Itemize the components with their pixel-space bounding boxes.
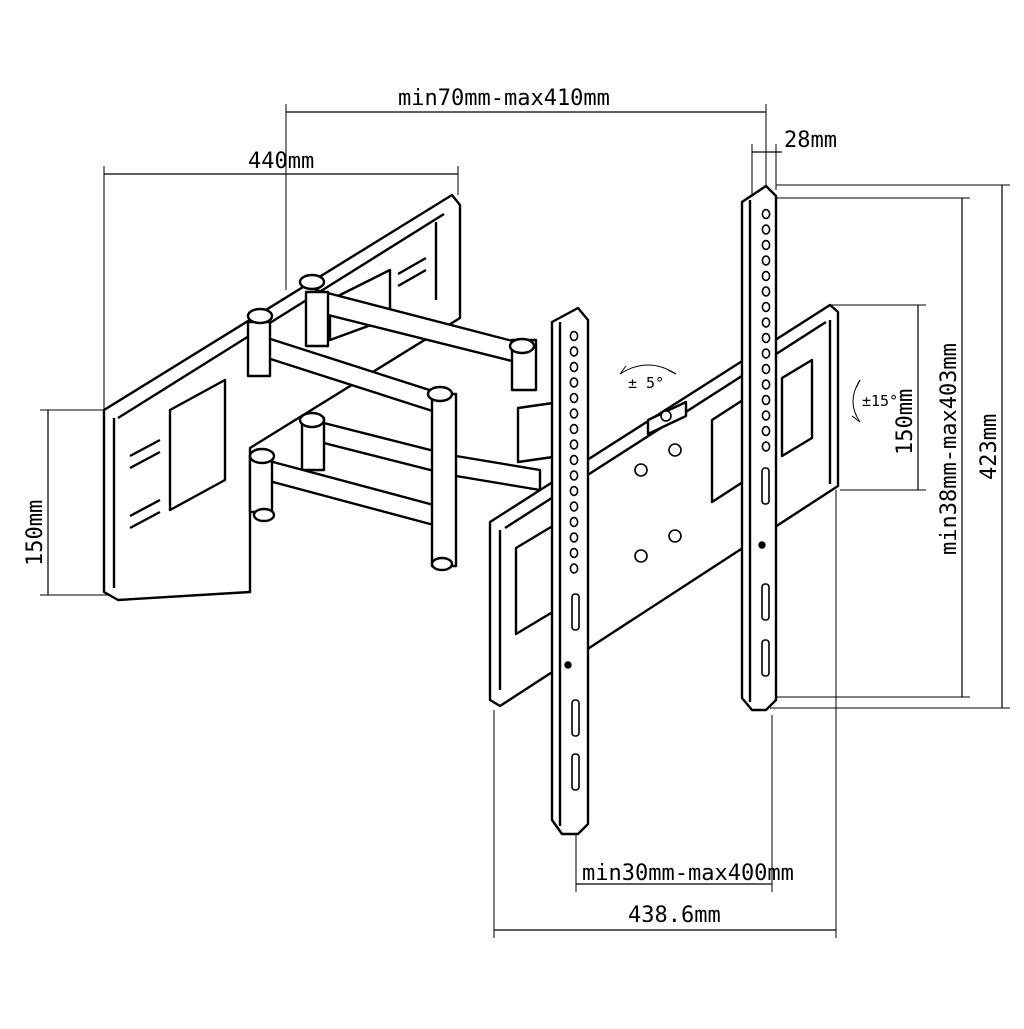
tilt-angle-label: ± 5°	[628, 374, 664, 392]
rail-hole	[761, 317, 771, 328]
tv-hole-spacing-label: 150mm	[893, 389, 918, 455]
rail-hole	[569, 361, 579, 373]
rail-hole	[761, 270, 771, 282]
tilt-arrow-icon	[619, 364, 677, 375]
dimension-lines	[40, 104, 1010, 938]
rail-hole	[761, 332, 771, 344]
rail-hole	[761, 286, 771, 297]
rail-hole	[761, 363, 771, 375]
rail-hole	[761, 224, 771, 235]
rail-height-label: 423mm	[977, 414, 1002, 480]
rail-hole	[761, 239, 771, 251]
rail-hole	[569, 392, 579, 404]
rail-hole	[761, 441, 771, 452]
rail-hole	[569, 485, 579, 497]
rail-hole	[569, 377, 579, 388]
rail-hole	[761, 425, 771, 437]
rail-hole	[569, 346, 579, 357]
tv-plate	[488, 303, 840, 708]
rail-hole	[761, 255, 771, 266]
rail-hole	[569, 563, 579, 574]
rail-hole	[569, 423, 579, 435]
horizontal-hole-spacing-label: min30mm-max400mm	[582, 861, 794, 886]
wall-plate	[102, 193, 462, 602]
rail-hole	[761, 301, 771, 313]
rail-hole	[761, 348, 771, 359]
rail-hole	[569, 501, 579, 512]
rail-hole	[761, 394, 771, 406]
right-vertical-rail	[740, 184, 778, 712]
rail-hole	[569, 516, 579, 528]
rail-hole	[569, 532, 579, 543]
profile-depth-label: 28mm	[784, 128, 837, 153]
arm-extension-label: min70mm-max410mm	[398, 86, 610, 111]
left-vertical-rail	[550, 306, 590, 836]
rail-hole	[569, 408, 579, 419]
vertical-hole-spacing-label: min38mm-max403mm	[937, 343, 962, 555]
swivel-angle-label: ±15°	[862, 392, 898, 410]
rail-hole	[569, 454, 579, 466]
rail-hole	[761, 379, 771, 390]
swivel-arrow-icon	[851, 379, 861, 423]
rail-hole	[761, 410, 771, 421]
wall-hole-spacing-label: 150mm	[23, 500, 48, 566]
rail-hole	[569, 547, 579, 559]
rail-hole	[761, 208, 771, 220]
rail-hole	[569, 439, 579, 450]
wall-plate-width-label: 440mm	[248, 149, 314, 174]
rail-hole	[569, 330, 579, 342]
rail-hole	[569, 470, 579, 481]
tv-plate-width-label: 438.6mm	[628, 903, 721, 928]
